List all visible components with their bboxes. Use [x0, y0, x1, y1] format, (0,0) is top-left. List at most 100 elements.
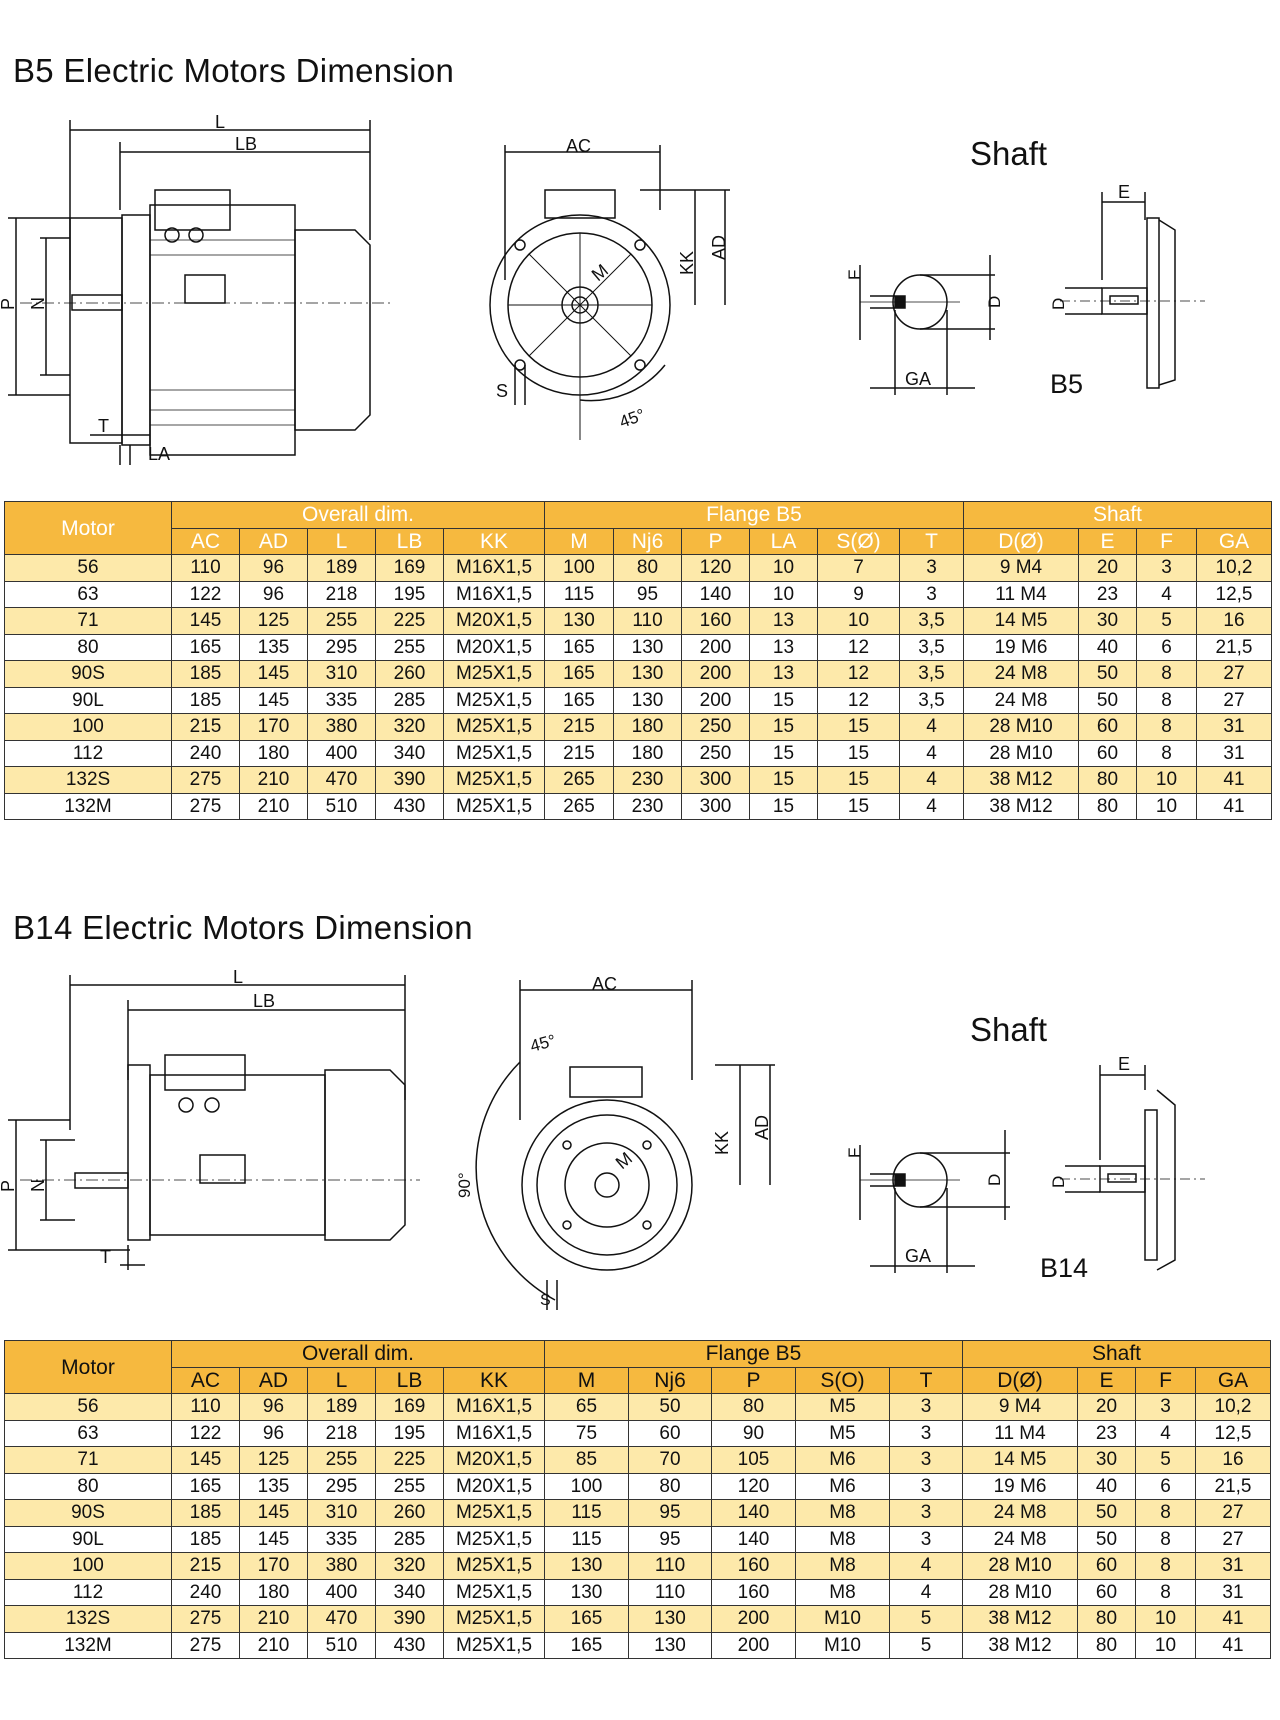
- table-cell: 165: [544, 686, 614, 714]
- table-cell: 38 M12: [962, 1605, 1078, 1633]
- table-cell: 260: [375, 660, 444, 688]
- label-LB: LB: [253, 991, 275, 1011]
- table-cell: 215: [544, 713, 614, 741]
- table-cell: 4: [1135, 1419, 1196, 1447]
- table-cell: M25X1,5: [443, 686, 545, 714]
- table-cell: 165: [171, 1472, 240, 1500]
- table-cell: 390: [375, 766, 444, 794]
- b5-shaft-side: [1060, 192, 1205, 389]
- motor-size-cell: 80: [4, 1472, 172, 1500]
- column-header: F: [1136, 527, 1197, 555]
- label-AC: AC: [566, 136, 591, 156]
- motor-size-cell: 132M: [4, 792, 172, 820]
- table-cell: 510: [307, 792, 376, 820]
- table-cell: 185: [171, 1499, 240, 1527]
- label-KK: KK: [677, 251, 697, 275]
- table-cell: 140: [711, 1525, 796, 1553]
- table-cell: 110: [628, 1578, 712, 1606]
- table-cell: 95: [628, 1499, 712, 1527]
- table-cell: 41: [1196, 792, 1272, 820]
- table-cell: 430: [375, 792, 444, 820]
- shaft-title: Shaft: [970, 135, 1047, 172]
- column-header: Nj6: [613, 527, 682, 555]
- label-F: F: [845, 1148, 864, 1158]
- table-cell: 265: [544, 792, 614, 820]
- label-N: N: [28, 1179, 48, 1192]
- table-cell: 4: [1136, 580, 1197, 608]
- table-cell: M6: [795, 1446, 890, 1474]
- table-cell: 300: [681, 792, 750, 820]
- table-cell: 200: [711, 1605, 796, 1633]
- table-cell: 115: [544, 1499, 629, 1527]
- table-cell: 60: [1077, 1552, 1136, 1580]
- table-cell: 275: [171, 766, 240, 794]
- table-cell: M16X1,5: [443, 1393, 545, 1421]
- table-cell: 8: [1135, 1525, 1196, 1553]
- table-cell: 110: [171, 1393, 240, 1421]
- table-cell: 15: [817, 713, 900, 741]
- table-cell: 8: [1135, 1578, 1196, 1606]
- table-cell: 195: [375, 1419, 444, 1447]
- table-cell: 310: [307, 660, 376, 688]
- table-cell: 8: [1135, 1552, 1196, 1580]
- table-cell: 15: [749, 766, 818, 794]
- motor-size-cell: 71: [4, 607, 172, 635]
- table-cell: 400: [307, 1578, 376, 1606]
- table-cell: 50: [628, 1393, 712, 1421]
- motor-size-cell: 71: [4, 1446, 172, 1474]
- table-cell: 70: [628, 1446, 712, 1474]
- motor-size-cell: 90L: [4, 686, 172, 714]
- label-AD: AD: [752, 1115, 772, 1140]
- table-cell: 165: [544, 1605, 629, 1633]
- column-header: KK: [443, 1366, 545, 1394]
- table-cell: 90: [711, 1419, 796, 1447]
- column-header: LB: [375, 1366, 444, 1394]
- table-cell: 335: [307, 686, 376, 714]
- label-D-section: D: [985, 296, 1004, 308]
- table-cell: 115: [544, 580, 614, 608]
- label-D-shaft: D: [1049, 1176, 1068, 1188]
- table-cell: M25X1,5: [443, 660, 545, 688]
- table-cell: 335: [307, 1525, 376, 1553]
- b5-front-view: [489, 145, 730, 440]
- table-cell: 3: [889, 1472, 963, 1500]
- b14-shaft-section: [859, 1130, 1010, 1273]
- table-cell: 80: [1077, 1605, 1136, 1633]
- table-cell: 96: [239, 580, 308, 608]
- label-S: S: [496, 381, 508, 401]
- table-cell: 24 M8: [963, 660, 1079, 688]
- table-cell: M8: [795, 1499, 890, 1527]
- table-cell: 430: [375, 1631, 444, 1659]
- table-cell: 80: [1078, 766, 1137, 794]
- label-angle-45: 45°: [528, 1031, 558, 1056]
- table-cell: 12,5: [1195, 1419, 1271, 1447]
- table-cell: 130: [544, 1552, 629, 1580]
- table-cell: 13: [749, 633, 818, 661]
- table-cell: M25X1,5: [443, 1578, 545, 1606]
- column-header: S(O): [795, 1366, 890, 1394]
- table-cell: M25X1,5: [443, 1499, 545, 1527]
- table-cell: 31: [1195, 1578, 1271, 1606]
- table-cell: 130: [613, 633, 682, 661]
- table-cell: 230: [613, 792, 682, 820]
- table-cell: 105: [711, 1446, 796, 1474]
- table-cell: 96: [239, 554, 308, 582]
- table-cell: 8: [1136, 739, 1197, 767]
- column-header: T: [899, 527, 964, 555]
- table-cell: 60: [628, 1419, 712, 1447]
- table-cell: 145: [171, 1446, 240, 1474]
- b5-section-title: B5 Electric Motors Dimension: [13, 52, 455, 89]
- column-header: AD: [239, 527, 308, 555]
- table-cell: 255: [375, 1472, 444, 1500]
- table-cell: 165: [544, 1631, 629, 1659]
- table-cell: 135: [239, 633, 308, 661]
- label-P: P: [0, 298, 18, 310]
- table-cell: 195: [375, 580, 444, 608]
- table-cell: 15: [817, 766, 900, 794]
- table-cell: 4: [889, 1578, 963, 1606]
